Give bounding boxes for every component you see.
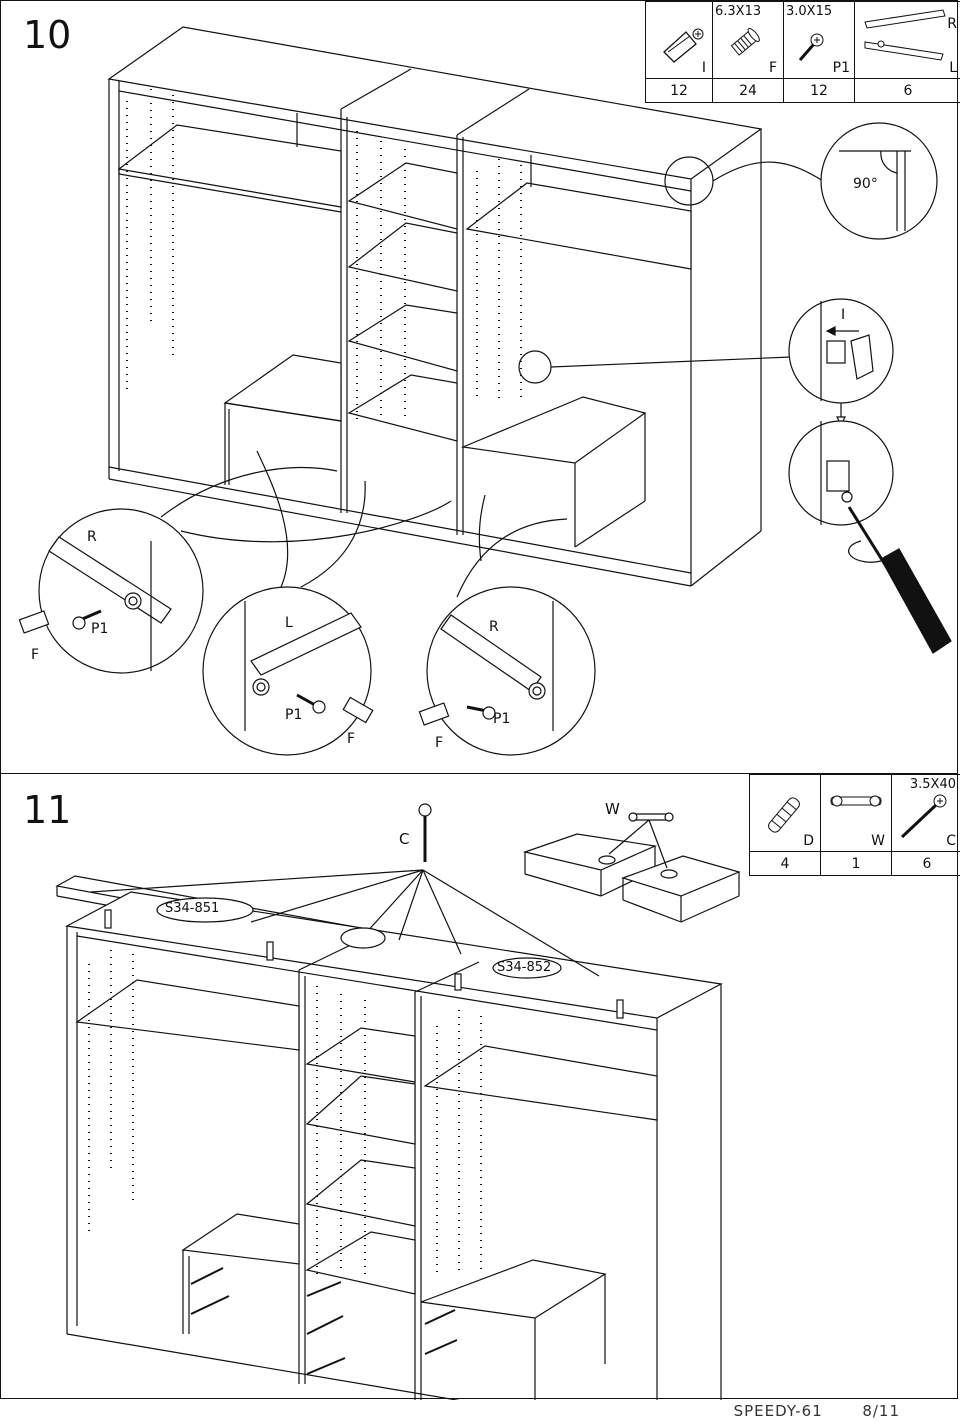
- spec-label: 6.3X13: [715, 4, 762, 19]
- dowel-label: F: [347, 731, 356, 747]
- screw-label: P1: [493, 711, 511, 727]
- dowels: [104, 909, 624, 1019]
- code-label: P1: [832, 60, 850, 76]
- rail-side-label: R: [489, 619, 499, 635]
- qty-cell: 24: [712, 78, 784, 103]
- detail-callouts: [518, 122, 938, 526]
- page-footer: SPEEDY-61 8/11: [734, 1402, 900, 1420]
- code-label: W: [871, 833, 885, 849]
- screw-label: P1: [285, 707, 303, 723]
- hardware-table: I 6.3X13 F 3.0X15: [645, 1, 960, 103]
- wooden-dowel-icon: [768, 797, 800, 833]
- wood-screw-icon: [900, 794, 947, 839]
- shelf-pin-holes: [126, 89, 522, 421]
- angle-label: 90°: [853, 176, 878, 192]
- connector-plate-icon: [830, 795, 882, 807]
- hardware-cell-F: 6.3X13 F: [712, 1, 784, 79]
- code-label-left: L: [949, 60, 957, 76]
- connector-ellipse: [340, 927, 386, 949]
- model-name: SPEEDY-61: [733, 1402, 823, 1420]
- code-label: I: [701, 60, 706, 76]
- drawer-rail-icon: [864, 9, 946, 61]
- part-label-ellipse: [156, 897, 254, 923]
- screwdriver-tool: [847, 506, 952, 654]
- hardware-cell-D: D: [749, 774, 821, 852]
- qty-cell: 1: [820, 851, 892, 876]
- screw-fan-lines: [90, 803, 600, 977]
- rail-detail-circles: [18, 508, 596, 756]
- dowel-label: F: [31, 647, 40, 663]
- wardrobe-carcass: [65, 891, 723, 1400]
- qty-cell: 4: [749, 851, 821, 876]
- spec-label: 3.0X15: [786, 4, 833, 19]
- rail-side-label: R: [87, 529, 97, 545]
- hardware-cell-C: 3.5X40 C: [891, 774, 960, 852]
- hardware-cell-I: I: [645, 1, 713, 79]
- code-label: F: [768, 60, 777, 76]
- hardware-cell-rails: R L: [854, 1, 960, 79]
- shelf-pin-holes: [88, 950, 482, 1274]
- drawer-rails: [190, 1267, 458, 1375]
- step-11-panel: 11 D W: [0, 773, 960, 1400]
- screw-label: P1: [91, 621, 109, 637]
- page-number: 8/11: [862, 1402, 900, 1420]
- code-label: C: [946, 833, 956, 849]
- dowel-screw-icon: [730, 28, 760, 56]
- qty-cell: 12: [645, 78, 713, 103]
- connector-blocks: [522, 812, 741, 923]
- dowel-label: F: [435, 735, 444, 751]
- qty-cell: 12: [783, 78, 855, 103]
- arrow-paths: [160, 450, 568, 598]
- part-label-ellipse: [492, 957, 562, 979]
- bracket-code-label: I: [841, 307, 846, 323]
- part-label-left: S34-851: [165, 901, 220, 916]
- qty-cell: 6: [891, 851, 960, 876]
- wardrobe-carcass: [107, 26, 763, 587]
- bracket-icon: [663, 28, 704, 63]
- rail-side-label: L: [285, 615, 293, 631]
- hardware-cell-W: W: [820, 774, 892, 852]
- code-label: D: [803, 833, 814, 849]
- step-10-panel: 10 I 6.3X13: [0, 0, 960, 774]
- qty-cell: 6: [854, 78, 960, 103]
- code-label-right: R: [947, 16, 957, 32]
- screw-label: C: [399, 830, 410, 848]
- connector-label: W: [605, 800, 620, 818]
- hardware-table: D W 3.5X40 C 4 1: [749, 774, 960, 876]
- spec-label: 3.5X40: [909, 777, 956, 792]
- assembly-drawing-step-10: [18, 26, 952, 756]
- hardware-cell-P1: 3.0X15 P1: [783, 1, 855, 79]
- step-number: 10: [23, 13, 72, 57]
- part-label-right: S34-852: [497, 960, 552, 975]
- assembly-drawing-step-11: [55, 803, 741, 1400]
- screw-icon: [798, 33, 824, 61]
- step-number: 11: [23, 788, 72, 832]
